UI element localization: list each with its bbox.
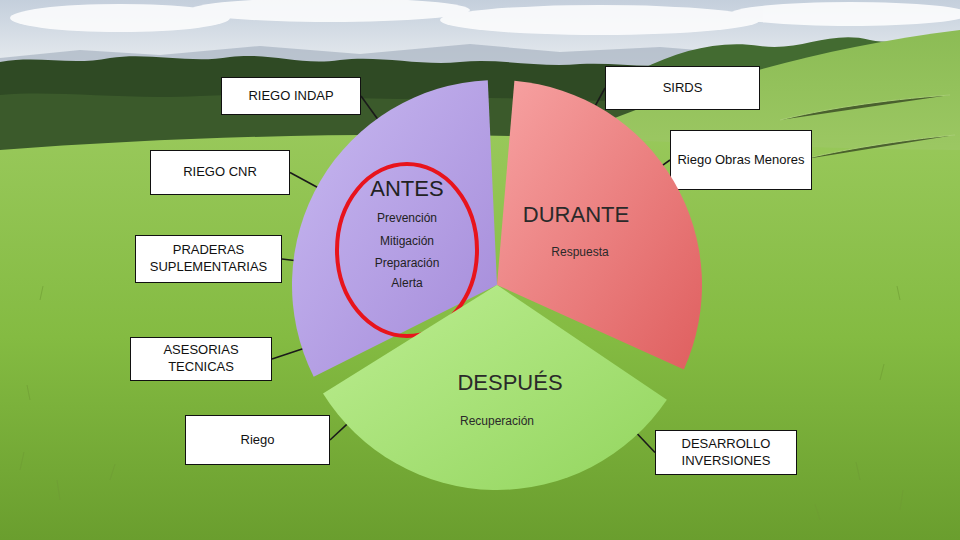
phase-title: ANTES xyxy=(327,176,487,202)
box-label: PRADERAS SUPLEMENTARIAS xyxy=(142,242,275,276)
box-label: ASESORIAS TECNICAS xyxy=(137,342,265,376)
program-box: RIEGO INDAP xyxy=(221,77,361,115)
box-label: Riego Obras Menores xyxy=(677,152,804,169)
program-box: Riego Obras Menores xyxy=(670,130,812,190)
leader-line xyxy=(272,348,305,359)
box-label: RIEGO CNR xyxy=(183,164,257,181)
program-box: RIEGO CNR xyxy=(150,150,290,195)
program-box: SIRDS xyxy=(605,66,760,110)
phase-segment: DESPUÉS Recuperación xyxy=(292,80,702,490)
phase-item: Preparación xyxy=(327,256,487,270)
box-label: RIEGO INDAP xyxy=(248,88,333,105)
phase-item: Recuperación xyxy=(417,414,577,428)
box-label: Riego xyxy=(241,432,275,449)
program-box: Riego xyxy=(185,415,330,465)
box-label: DESARROLLO INVERSIONES xyxy=(662,436,790,470)
leader-line xyxy=(636,432,655,453)
phase-item: Prevención xyxy=(327,211,487,225)
phase-item: Alerta xyxy=(327,276,487,290)
program-box: DESARROLLO INVERSIONES xyxy=(655,430,797,475)
phase-title: DESPUÉS xyxy=(430,370,590,396)
phase-title: DURANTE xyxy=(496,202,656,228)
leader-line xyxy=(594,88,605,108)
program-box: ASESORIAS TECNICAS xyxy=(130,337,272,381)
phase-item: Mitigación xyxy=(327,234,487,248)
segment-fill xyxy=(323,285,667,490)
leader-line xyxy=(361,96,379,121)
leader-line xyxy=(330,422,349,440)
program-box: PRADERAS SUPLEMENTARIAS xyxy=(135,235,282,283)
box-label: SIRDS xyxy=(663,80,703,97)
leader-line xyxy=(290,173,320,189)
segment-shape xyxy=(292,80,702,490)
phase-item: Respuesta xyxy=(500,245,660,259)
